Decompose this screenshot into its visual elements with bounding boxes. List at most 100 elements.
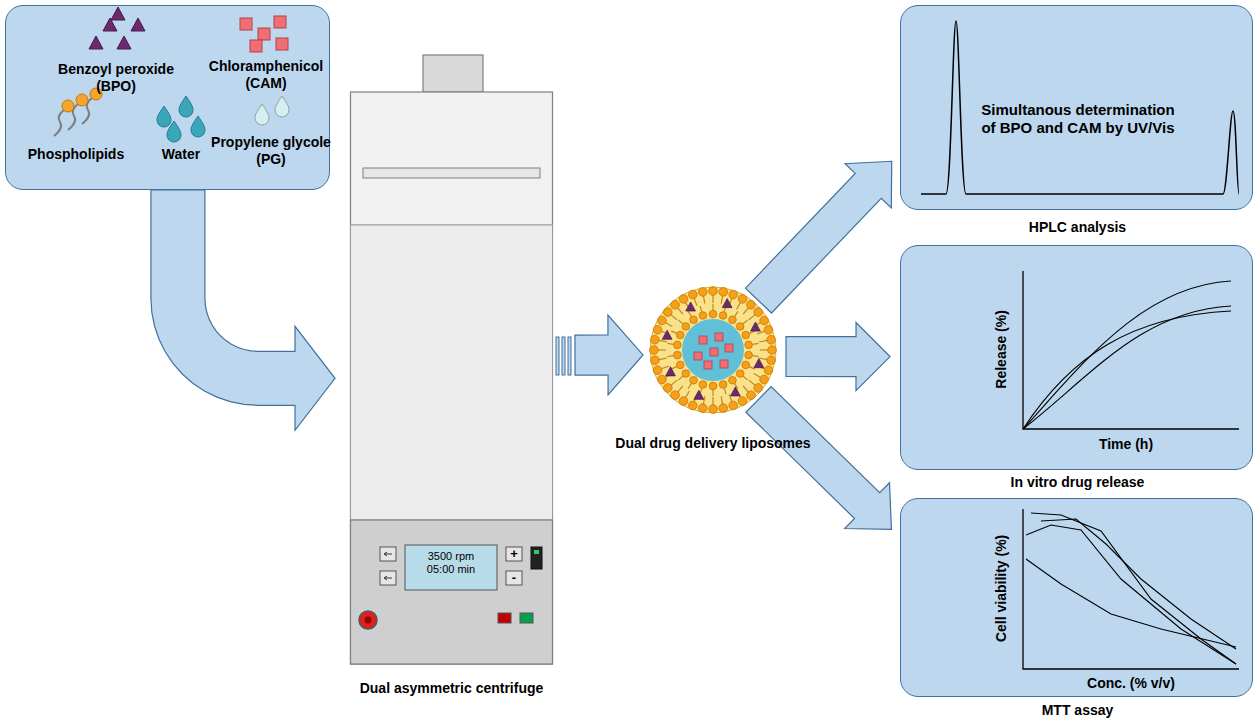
motion-lines	[568, 337, 571, 375]
mtt-panel: Cell viability (%)Conc. (% v/v)MTT assay	[900, 498, 1253, 697]
liposome-bilayer	[694, 390, 704, 399]
power-switch	[531, 547, 542, 569]
liposome-bilayer	[749, 380, 755, 385]
release-curves	[1023, 281, 1231, 429]
motion-lines	[556, 337, 571, 375]
liposome-bilayer	[658, 316, 667, 325]
block-arrow	[786, 323, 890, 391]
liposome-bilayer	[721, 396, 722, 404]
release-curves	[1023, 281, 1231, 429]
liposome-bilayer	[682, 370, 690, 378]
label-slot: +	[506, 546, 522, 562]
liposome-bilayer	[751, 322, 761, 331]
centrifuge-device: 3500 rpm 05:00 minDual asymmetric centri…	[350, 55, 553, 665]
liposome-bilayer	[662, 330, 672, 339]
liposome-bilayer	[658, 375, 667, 384]
cam-squares	[258, 28, 270, 40]
liposome-drawing	[648, 285, 778, 415]
motion-lines	[556, 337, 559, 375]
liposome-bilayer	[659, 358, 667, 359]
node-caption: Propylene glycole (PG)	[201, 134, 341, 168]
node-text: 3500 rpm 05:00 min	[422, 550, 480, 576]
ingredients-panel: Benzoyl peroxide (BPO)Chloramphenicol (C…	[5, 5, 330, 190]
liposome-bilayer	[719, 312, 727, 320]
liposome-bilayer	[742, 361, 750, 369]
control-buttons	[380, 547, 396, 561]
water-drops	[167, 121, 181, 142]
liposome-bilayer	[676, 361, 684, 369]
control-buttons	[506, 571, 522, 585]
node-caption: In vitro drug release	[901, 474, 1254, 491]
phospholipid-icon	[62, 100, 74, 112]
liposome-bilayer	[737, 302, 741, 309]
liposome-bilayer	[682, 319, 744, 381]
text-slot: Chloramphenicol (CAM)	[196, 58, 336, 92]
liposome-bilayer	[749, 315, 755, 320]
bpo-triangles	[89, 36, 103, 49]
block-arrow	[746, 387, 892, 530]
liposome-bilayer	[729, 401, 738, 410]
liposome-bilayer	[729, 376, 737, 384]
liposome-bilayer	[724, 388, 726, 394]
liposome-bilayer	[689, 401, 698, 410]
power-switch-led	[534, 550, 539, 554]
liposome-bilayer	[690, 376, 698, 384]
centrifuge-body	[351, 92, 553, 664]
release-chart	[901, 246, 1254, 471]
liposome-bilayer	[694, 298, 697, 306]
liposome-bilayer	[719, 404, 728, 413]
liposome-bilayer	[768, 346, 777, 355]
phospholipid-icon	[54, 88, 102, 136]
viability-chart	[901, 499, 1254, 698]
liposome-bilayer	[671, 380, 677, 385]
liposome-bilayer	[650, 287, 777, 414]
liposome-bilayer	[736, 323, 744, 331]
arrow-button-icons	[384, 552, 392, 556]
centrifuge-top	[423, 55, 483, 92]
viability-curves	[1026, 513, 1236, 664]
liposome-bilayer	[651, 356, 660, 365]
liposome-bilayer	[760, 316, 769, 325]
liposome-bilayer	[667, 343, 673, 345]
emergency-stop-core	[365, 617, 372, 624]
liposome-bilayer	[690, 316, 698, 324]
liposome-bilayer	[743, 308, 748, 314]
liposome-bilayer	[698, 404, 707, 413]
liposome-bilayer	[753, 355, 759, 357]
phospholipid-icon	[62, 88, 102, 112]
liposome-bilayer	[678, 320, 683, 324]
liposome-bilayer	[659, 340, 667, 341]
node-caption: Time (h)	[1076, 436, 1176, 453]
phospholipid-icon	[54, 110, 64, 136]
liposome-bilayer	[671, 391, 680, 400]
viability-curves	[1031, 513, 1236, 664]
liposome-bilayer	[719, 381, 727, 389]
text-slot: 3500 rpm 05:00 min	[422, 550, 480, 576]
liposome-bilayer	[745, 351, 753, 359]
bpo-triangles	[111, 7, 125, 20]
liposome-bilayer	[743, 320, 748, 324]
liposome-bilayer	[729, 290, 738, 299]
water-drops	[157, 96, 205, 142]
liposome-bilayer	[700, 306, 702, 312]
liposome-bilayer	[709, 382, 717, 390]
centrifuge-lower	[351, 225, 553, 520]
liposome-bilayer	[678, 308, 683, 314]
viability-curves	[1041, 519, 1236, 649]
pg-drops	[255, 96, 289, 125]
release-curves	[1023, 306, 1231, 429]
liposome-bilayer	[747, 391, 756, 400]
block-arrow	[575, 315, 643, 395]
cam-squares	[240, 16, 288, 52]
node-text: Release (%)	[993, 289, 1010, 409]
liposome-circle: Dual drug delivery liposomes	[648, 285, 778, 415]
liposome-bilayer	[653, 366, 662, 375]
control-panel	[351, 520, 553, 664]
liposome-bilayer	[757, 331, 765, 334]
chromatogram-trace	[921, 21, 1239, 194]
emergency-stop	[359, 611, 377, 629]
liposome-bilayer	[671, 301, 680, 310]
liposome-bilayer	[710, 348, 718, 356]
text-slot: Water	[141, 146, 221, 163]
